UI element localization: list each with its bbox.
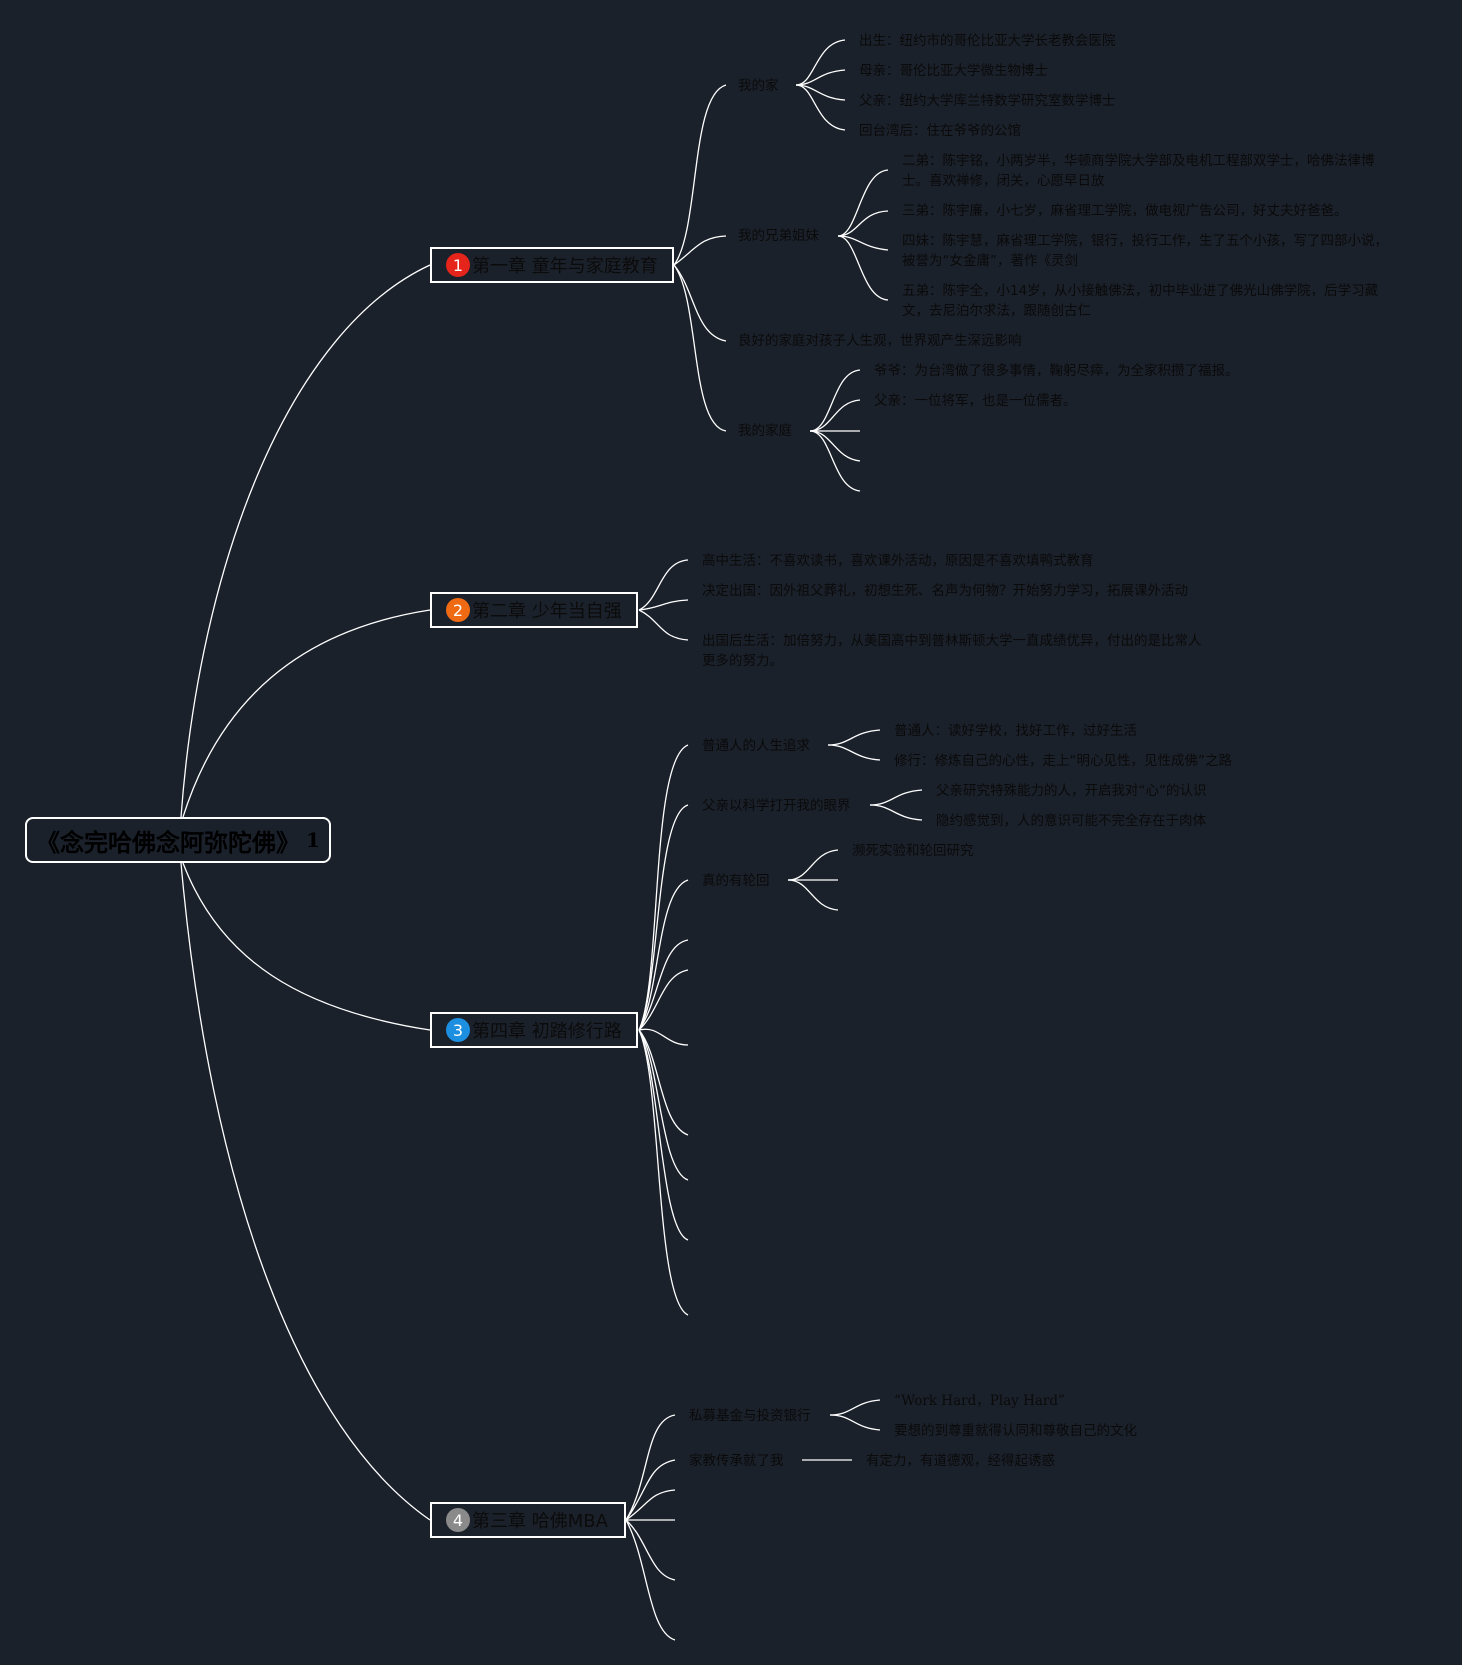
connector-line (638, 1028, 689, 1046)
connector-line (787, 879, 839, 911)
connector-ch2-t2 (638, 599, 689, 611)
connector-line (809, 430, 861, 462)
topic-my-family[interactable]: 我的家庭 (738, 423, 792, 439)
connector-ch3-t1 (638, 744, 689, 1031)
leaf-father-general[interactable]: 父亲：一位将军，也是一位儒者。 (874, 393, 1077, 409)
leaf-fourth-sister[interactable]: 四妹：陈宇慧，麻省理工学院，银行，投行工作，生了五个小孩，写了四部小说，被誉为“… (902, 233, 1388, 269)
connector-line (625, 1519, 676, 1581)
connector-line (795, 39, 846, 86)
connector-line (829, 1399, 881, 1416)
topic-life-pursuit[interactable]: 普通人的人生追求 (702, 738, 810, 754)
connector-line (809, 369, 861, 432)
leaf-birth[interactable]: 出生：纽约市的哥伦比亚大学长老教会医院 (859, 33, 1116, 49)
leaf-ordinary-people[interactable]: 普通人：读好学校，找好工作，过好生活 (894, 723, 1137, 739)
topic-reincarnation[interactable]: 真的有轮回 (702, 873, 770, 889)
chapter-3-title: 第四章 初踏修行路 (472, 1021, 622, 1042)
leaf-grandfather[interactable]: 爷爷：为台湾做了很多事情，鞠躬尽瘁，为全家积攒了福报。 (874, 363, 1239, 379)
connector-line (869, 804, 923, 821)
topic-family-influence[interactable]: 良好的家庭对孩子人生观，世界观产生深远影响 (738, 333, 1022, 349)
chapter-4-topic[interactable]: 4 第三章 哈佛MBA (430, 1502, 626, 1538)
connector-root-ch1 (180, 264, 431, 818)
connector-ch4-t1 (625, 1414, 676, 1521)
connector-root-ch4 (180, 862, 431, 1521)
leaf-near-death-research[interactable]: 濒死实验和轮回研究 (852, 843, 974, 859)
leaf-second-brother[interactable]: 二弟：陈宇铭，小两岁半，华顿商学院大学部及电机工程部双学士，哈佛法律博士。喜欢禅… (902, 153, 1375, 189)
leaf-respect-culture[interactable]: 要想的到尊重就得认同和尊敬自己的文化 (894, 1423, 1137, 1439)
connector-line (809, 399, 861, 432)
topic-high-school-life[interactable]: 高中生活：不喜欢读书，喜欢课外活动，原因是不喜欢填鸭式教育 (702, 553, 1094, 569)
leaf-consciousness[interactable]: 隐约感觉到，人的意识可能不完全存在于肉体 (936, 813, 1206, 829)
connector-line (638, 1029, 689, 1136)
connector-ch3-t3 (638, 879, 689, 1031)
chapter-1-topic[interactable]: 1 第一章 童年与家庭教育 (430, 247, 674, 283)
connector-line (809, 430, 861, 492)
chapter-4-number-badge: 4 (446, 1508, 470, 1532)
leaf-self-discipline[interactable]: 有定力，有道德观，经得起诱惑 (866, 1453, 1055, 1469)
connector-line (795, 84, 846, 131)
connector-line (638, 1029, 689, 1316)
leaf-return-taiwan[interactable]: 回台湾后：住在爷爷的公馆 (859, 123, 1021, 139)
topic-family-tradition[interactable]: 家教传承就了我 (689, 1453, 784, 1469)
chapter-3-topic[interactable]: 3 第四章 初踏修行路 (430, 1012, 638, 1048)
chapter-3-number-badge: 3 (446, 1018, 470, 1042)
connector-ch1-t1 (673, 84, 727, 266)
chapter-2-title: 第二章 少年当自强 (472, 601, 622, 622)
topic-siblings[interactable]: 我的兄弟姐妹 (738, 228, 819, 244)
root-badge: 1 (306, 828, 320, 852)
leaf-father-research[interactable]: 父亲研究特殊能力的人，开启我对“心”的认识 (936, 783, 1207, 799)
connector-line (827, 744, 881, 761)
leaf-third-brother[interactable]: 三弟：陈宇廉，小七岁，麻省理工学院，做电视广告公司，好丈夫好爸爸。 (902, 203, 1348, 219)
connector-ch1-t4 (673, 264, 727, 432)
leaf-cultivation[interactable]: 修行：修炼自己的心性，走上“明心见性，见性成佛”之路 (894, 753, 1232, 769)
topic-decide-abroad[interactable]: 决定出国：因外祖父葬礼，初想生死、名声为何物？开始努力学习，拓展课外活动 (702, 583, 1188, 599)
topic-father-science[interactable]: 父亲以科学打开我的眼界 (702, 798, 851, 814)
leaf-mother[interactable]: 母亲：哥伦比亚大学微生物博士 (859, 63, 1048, 79)
connector-line (837, 210, 889, 237)
connector-ch1-t2 (673, 235, 727, 266)
leaf-father[interactable]: 父亲：纽约大学库兰特数学研究室数学博士 (859, 93, 1116, 109)
leaf-fifth-brother[interactable]: 五弟：陈宇全，小14岁，从小接触佛法，初中毕业进了佛光山佛学院，后学习藏文，去尼… (902, 283, 1379, 319)
connector-ch1-t3 (673, 264, 727, 342)
connector-line (787, 849, 839, 881)
connector-line (837, 235, 889, 301)
chapter-2-topic[interactable]: 2 第二章 少年当自强 (430, 592, 638, 628)
connector-ch3-t2 (638, 804, 689, 1031)
connector-line (837, 235, 889, 251)
chapter-1-number-badge: 1 (446, 253, 470, 277)
connector-ch2-t1 (638, 559, 689, 611)
connector-line (625, 1489, 676, 1521)
connector-line (638, 1029, 689, 1181)
topic-life-abroad[interactable]: 出国后生活：加倍努力，从美国高中到普林斯顿大学一直成绩优异，付出的是比常人更多的… (702, 633, 1202, 669)
chapter-2-number-badge: 2 (446, 598, 470, 622)
chapter-1-title: 第一章 童年与家庭教育 (472, 256, 658, 277)
connector-line (827, 729, 881, 746)
connector-line (869, 789, 923, 806)
chapter-4-title: 第三章 哈佛MBA (472, 1511, 608, 1532)
connector-ch4-t2 (625, 1459, 676, 1521)
connector-line (638, 939, 689, 1031)
connector-line (837, 169, 889, 237)
connector-line (638, 1029, 689, 1241)
root-topic[interactable]: 《念完哈佛念阿弥陀佛》 1 (25, 817, 331, 863)
topic-private-equity[interactable]: 私募基金与投资银行 (689, 1408, 811, 1424)
connector-line (638, 969, 689, 1031)
connector-line (829, 1414, 881, 1431)
leaf-work-hard[interactable]: “Work Hard，Play Hard” (894, 1393, 1065, 1409)
connector-line (625, 1519, 676, 1641)
connector-ch2-t3 (638, 609, 689, 641)
topic-my-home[interactable]: 我的家 (738, 78, 779, 94)
root-title: 《念完哈佛念阿弥陀佛》 (36, 827, 301, 857)
connector-root-ch3 (182, 862, 431, 1031)
connector-root-ch2 (182, 609, 431, 818)
